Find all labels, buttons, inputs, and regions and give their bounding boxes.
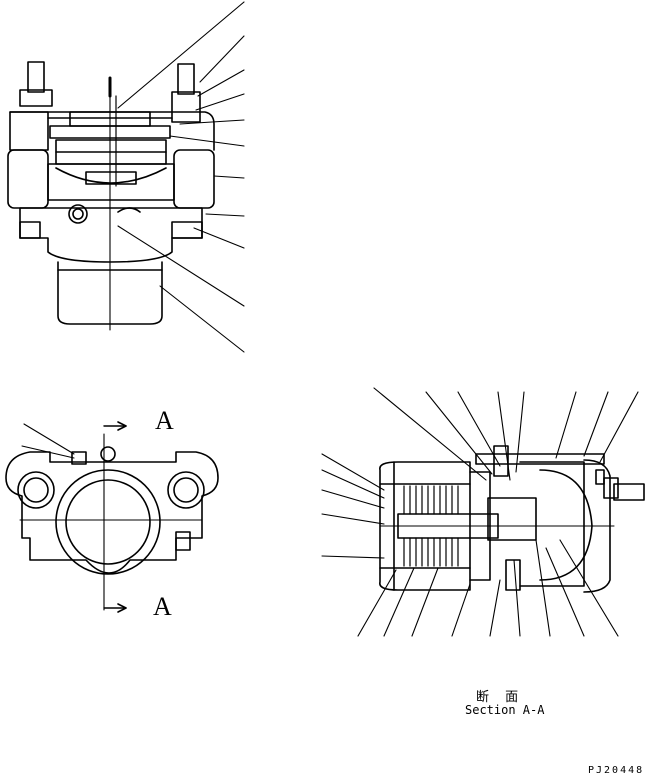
section-marker-top: A <box>155 406 174 435</box>
figure-code: PJ20448 <box>588 765 645 776</box>
section-caption-en: Section A-A <box>465 703 545 717</box>
top-view <box>7 1 245 353</box>
section-caption-jp: 断 面 <box>476 690 525 705</box>
front-view <box>5 421 219 613</box>
section-view <box>321 387 645 637</box>
section-marker-bottom: A <box>153 592 172 621</box>
